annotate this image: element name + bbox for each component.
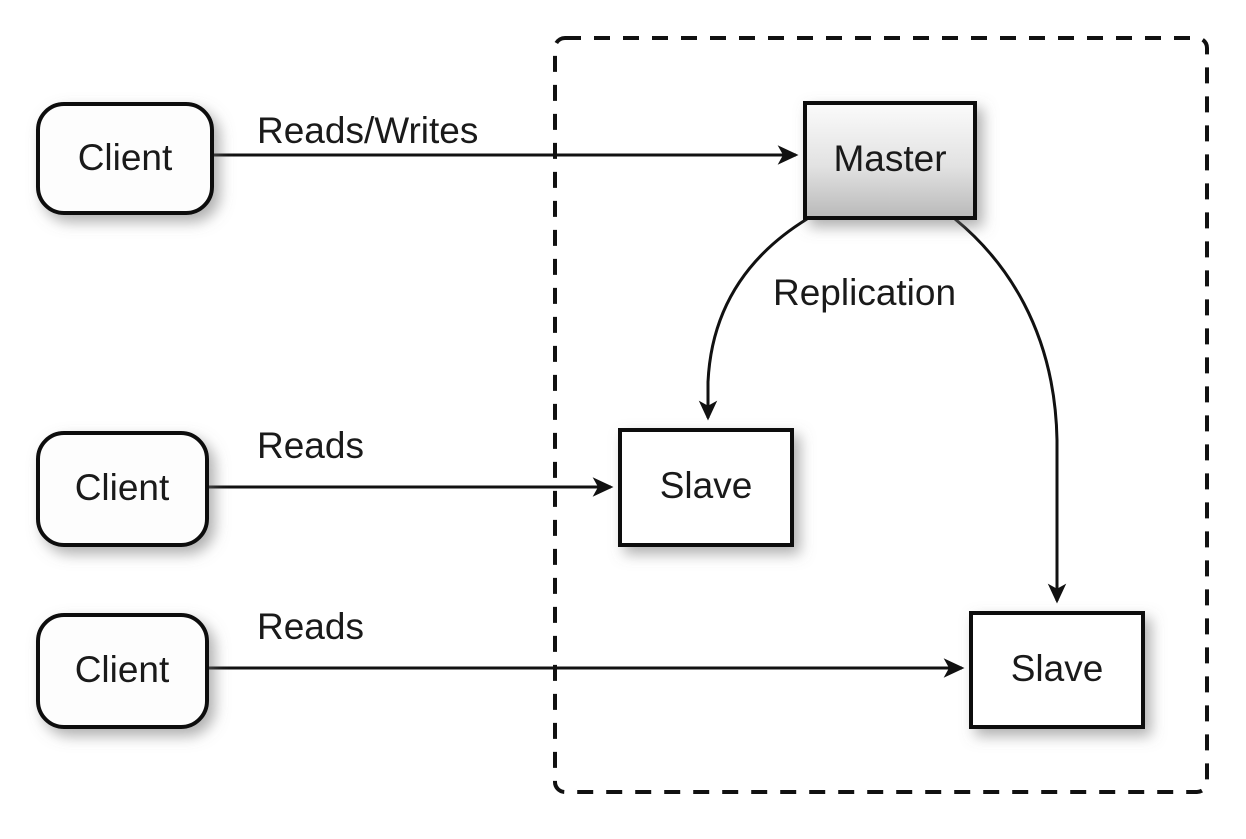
- client-3-box[interactable]: [36, 613, 209, 729]
- edge-master-to-slave2: [954, 217, 1067, 604]
- node-client-1[interactable]: Client: [36, 102, 214, 215]
- node-client-3[interactable]: Client: [36, 613, 209, 729]
- client-2-box[interactable]: [36, 431, 209, 547]
- slave-1-label: Slave: [660, 465, 753, 506]
- node-slave-1[interactable]: Slave: [618, 428, 794, 547]
- edge-master-to-slave1: [698, 217, 808, 421]
- master-label: Master: [833, 138, 946, 179]
- replication-cluster-boundary: [553, 36, 1209, 794]
- node-master[interactable]: Master: [803, 101, 977, 220]
- client-1-box[interactable]: [36, 102, 214, 215]
- edge-label-reads-writes: Reads/Writes: [257, 110, 478, 151]
- master-box[interactable]: [803, 101, 977, 220]
- slave-1-box[interactable]: [618, 428, 794, 547]
- client-2-label: Client: [75, 467, 170, 508]
- client-3-label: Client: [75, 649, 170, 690]
- node-slave-2[interactable]: Slave: [969, 611, 1145, 729]
- edge-label-replication: Replication: [773, 272, 956, 313]
- edge-label-reads-middle: Reads: [257, 425, 364, 466]
- edge-label-reads-bottom: Reads: [257, 606, 364, 647]
- node-client-2[interactable]: Client: [36, 431, 209, 547]
- slave-2-label: Slave: [1011, 648, 1104, 689]
- slave-2-box[interactable]: [969, 611, 1145, 729]
- client-1-label: Client: [78, 137, 173, 178]
